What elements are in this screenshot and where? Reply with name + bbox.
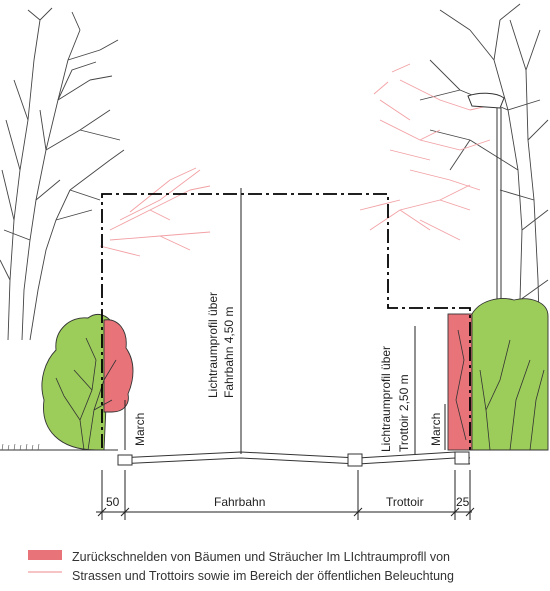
grass-left bbox=[1, 443, 40, 451]
label-lichtraum-fahrbahn-line1: Lichtraumprofil über bbox=[206, 292, 220, 398]
profile-verticals bbox=[124, 188, 446, 454]
cut-branches bbox=[99, 63, 497, 257]
shrub-right bbox=[447, 298, 549, 451]
lichtraum-profile bbox=[101, 193, 471, 450]
legend-text-line2: Strassen und Trottoirs sowie im Bereich … bbox=[72, 569, 454, 583]
shrub-left bbox=[41, 313, 134, 451]
legend: Zurückschnelden von Bäumen und Sträucher… bbox=[28, 550, 454, 583]
label-march-right: March bbox=[429, 413, 443, 446]
dimension-left-offset: 50 bbox=[106, 495, 120, 509]
legend-text-line1: Zurückschnelden von Bäumen und Sträucher… bbox=[72, 550, 450, 564]
label-lichtraum-trottoir-line1: Lichtraumprofil über bbox=[379, 346, 393, 452]
legend-swatch-cut-zone bbox=[28, 550, 62, 560]
tree-left-large bbox=[0, 7, 125, 341]
dimension-fahrbahn: Fahrbahn bbox=[214, 495, 265, 509]
ground bbox=[0, 449, 548, 467]
dimension-trottoir: Trottoir bbox=[386, 495, 424, 509]
dimension-right-offset: 25 bbox=[456, 495, 470, 509]
label-lichtraum-fahrbahn-line2: Fahrbahn 4,50 m bbox=[222, 307, 236, 398]
dimension-line bbox=[96, 470, 475, 520]
label-lichtraum-trottoir-line2: Trottoir 2,50 m bbox=[397, 374, 411, 452]
label-march-left: March bbox=[133, 413, 147, 446]
